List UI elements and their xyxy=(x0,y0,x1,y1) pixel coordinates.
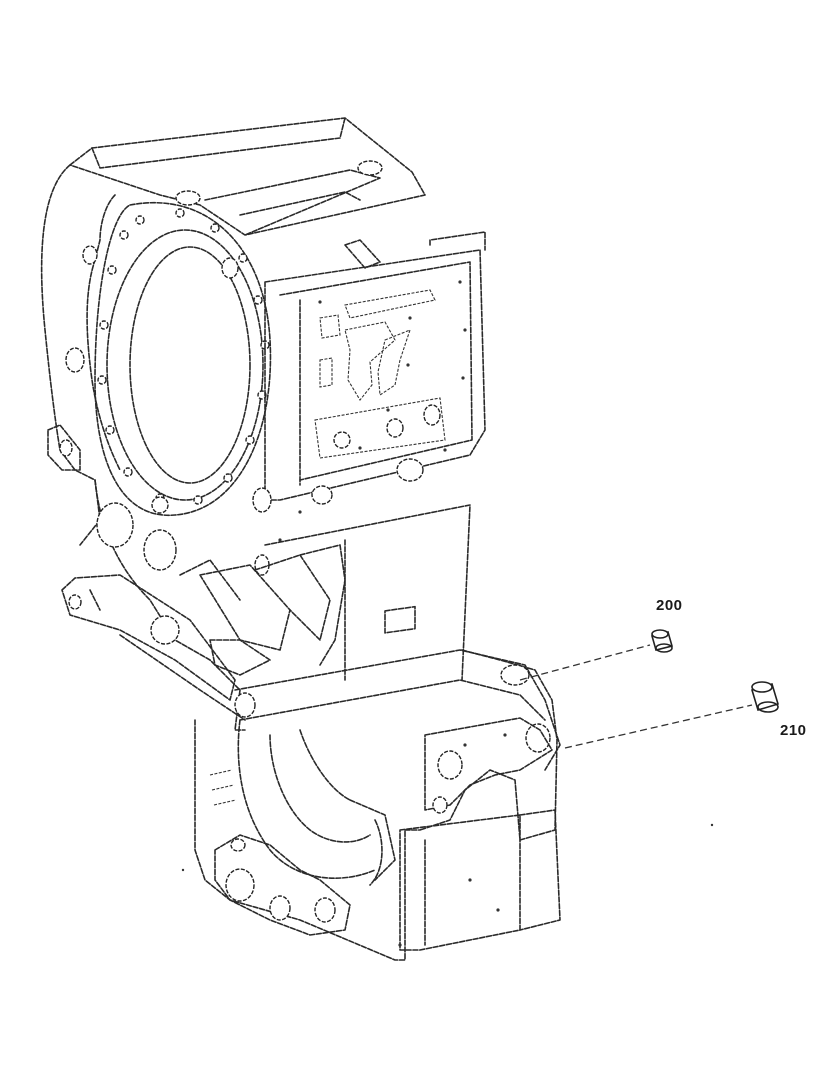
plug-200-shape xyxy=(651,629,673,653)
middle-housing xyxy=(61,479,561,771)
callout-200: 200 xyxy=(656,597,683,614)
lower-housing xyxy=(181,719,714,961)
callout-210: 210 xyxy=(780,722,807,739)
valve-body-cover xyxy=(252,231,486,576)
leader-line-210 xyxy=(564,704,753,749)
upper-housing xyxy=(40,117,426,546)
rear-output-housing xyxy=(399,649,561,951)
leader-line-200 xyxy=(519,644,651,681)
exploded-parts xyxy=(519,629,779,749)
plug-210-shape xyxy=(751,681,779,713)
